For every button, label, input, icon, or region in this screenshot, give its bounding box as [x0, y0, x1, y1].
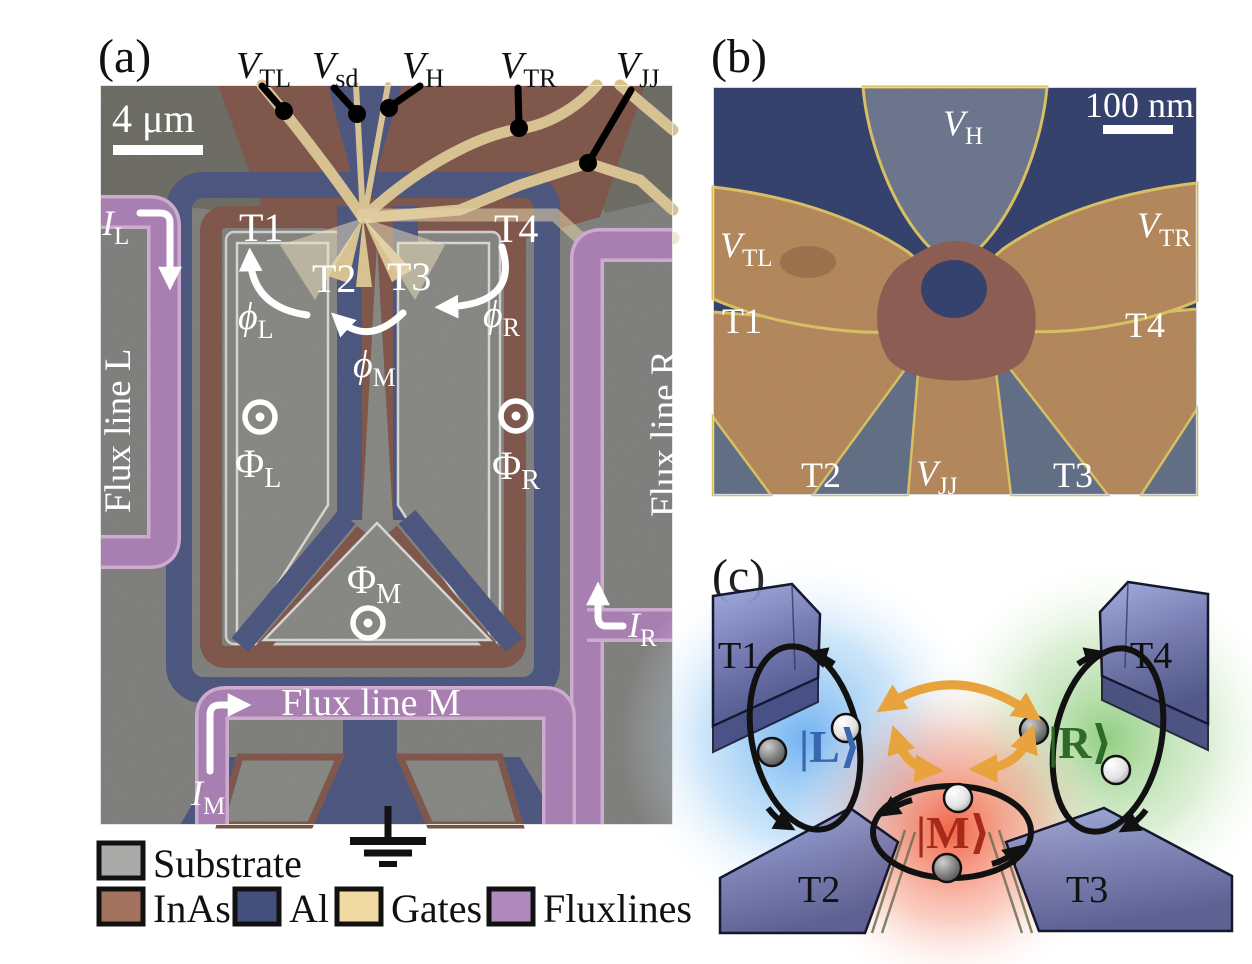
legend-label-fluxlines: Fluxlines [543, 886, 692, 931]
voltage-vh-label: VH [402, 45, 444, 93]
scale-bar-text-a: 4 μm [112, 96, 195, 141]
sem-border-b [713, 87, 1197, 495]
gate-callouts: VTL Vsd VH VTR VJJ [236, 45, 659, 172]
phase-r-label: ϕR [483, 294, 521, 342]
sem-noise-b [713, 87, 1197, 495]
terminal-block-t3 [987, 806, 1234, 934]
callout-dot-vsd [348, 105, 366, 123]
coupling-arrow-lr [876, 680, 1042, 721]
terminal-t1-b: T1 [722, 301, 762, 341]
current-l-arrow [136, 209, 182, 291]
panel-b-label: (b) [711, 30, 767, 83]
callout-dot-vtr [510, 119, 528, 137]
terminal-t3-a: T3 [387, 254, 431, 299]
terminal-block-t4 [1098, 580, 1210, 752]
voltage-vtr-label: VTR [500, 45, 557, 93]
scale-bar-a [113, 145, 203, 155]
current-m-arrow [206, 693, 252, 775]
callout-dot-vh [380, 99, 398, 117]
phase-arrows [238, 243, 509, 338]
flux-line-r-label: Flux line R [644, 350, 685, 517]
phase-arrow-left [238, 247, 311, 319]
voltage-vtl-label-b: VTL [720, 225, 773, 272]
legend: Substrate InAs Al Gates Fluxlines [96, 840, 692, 931]
current-r-arrow [586, 581, 627, 630]
voltage-vh-label-b: VH [943, 103, 983, 150]
terminal-t4-a: T4 [494, 206, 538, 251]
callout-dot-vtl [275, 102, 293, 120]
electron-gray-left [756, 736, 788, 768]
legend-swatch-al [232, 886, 282, 927]
flux-m-label: ΦM [347, 557, 401, 610]
flux-symbol-middle [350, 605, 386, 641]
flux-line-m-label: Flux line M [281, 682, 460, 724]
state-loop-middle: |M⟩ [870, 782, 1034, 884]
flux-l-label: ΦL [235, 441, 281, 494]
coupling-arrow-lm [887, 725, 944, 784]
voltage-vtr-label-b: VTR [1137, 205, 1191, 252]
electron-white-left [830, 712, 862, 744]
legend-label-al: Al [289, 886, 329, 931]
panel-a-label: (a) [98, 30, 151, 83]
sem-image-a: 4 μm T1 T2 T3 T4 ϕL ϕR ϕM ΦL ΦR ΦM Flux … [98, 79, 685, 829]
terminal-t3-b: T3 [1053, 455, 1093, 495]
legend-label-gates: Gates [391, 886, 482, 931]
flux-r-label: ΦR [492, 443, 540, 496]
state-ket-middle: |M⟩ [916, 807, 991, 858]
flux-symbol-right [498, 398, 534, 434]
terminal-t3-c: T3 [1066, 869, 1108, 911]
voltage-vjj-label-b: VJJ [916, 453, 958, 500]
legend-swatch-fluxlines [486, 886, 536, 927]
terminal-t2-b: T2 [801, 455, 841, 495]
phase-m-label: ϕM [353, 344, 396, 392]
terminal-t2-c: T2 [798, 869, 840, 911]
voltage-vjj-label: VJJ [616, 45, 659, 93]
terminal-t4-b: T4 [1125, 305, 1165, 345]
ground-icon [350, 806, 426, 867]
scale-bar-text-b: 100 nm [1085, 85, 1194, 125]
sem-image-b: 100 nm VH VTL VTR T1 T4 T2 VJJ T3 [711, 85, 1199, 500]
current-m-label: IM [190, 773, 225, 820]
state-ket-right: |R⟩ [1048, 717, 1112, 768]
legend-swatch-gates [334, 886, 384, 927]
electron-white-right [1100, 754, 1132, 786]
terminal-t1-a: T1 [239, 205, 283, 250]
legend-label-substrate: Substrate [153, 841, 302, 886]
sem-noise-a [100, 85, 673, 825]
legend-swatch-substrate [96, 840, 146, 881]
flux-line-l-label: Flux line L [98, 349, 139, 513]
state-ket-left: |L⟩ [799, 721, 861, 772]
coupling-arrows [876, 680, 1042, 784]
terminal-t2-a: T2 [312, 256, 356, 301]
voltage-vtl-label: VTL [236, 45, 291, 93]
scale-bar-b [1103, 125, 1173, 134]
schematic-c: |L⟩ |R⟩ |M⟩ T1 T4 T2 T3 [620, 553, 1252, 964]
phase-arrow-right [434, 243, 509, 319]
flux-symbol-left [242, 399, 278, 435]
phase-arrow-middle [331, 309, 407, 338]
phase-l-label: ϕL [238, 296, 274, 344]
legend-swatch-inas [96, 886, 146, 927]
coupling-arrow-rm [968, 724, 1038, 783]
electron-white-middle [942, 782, 974, 814]
voltage-vsd-label: Vsd [312, 45, 358, 93]
electron-gray-middle [931, 852, 963, 884]
terminal-t1-c: T1 [718, 635, 760, 677]
callout-dot-vjj [579, 154, 597, 172]
terminal-t4-c: T4 [1130, 635, 1172, 677]
legend-label-inas: InAs [153, 886, 231, 931]
current-l-label: IL [101, 203, 129, 250]
state-loop-left: |L⟩ [746, 643, 864, 833]
